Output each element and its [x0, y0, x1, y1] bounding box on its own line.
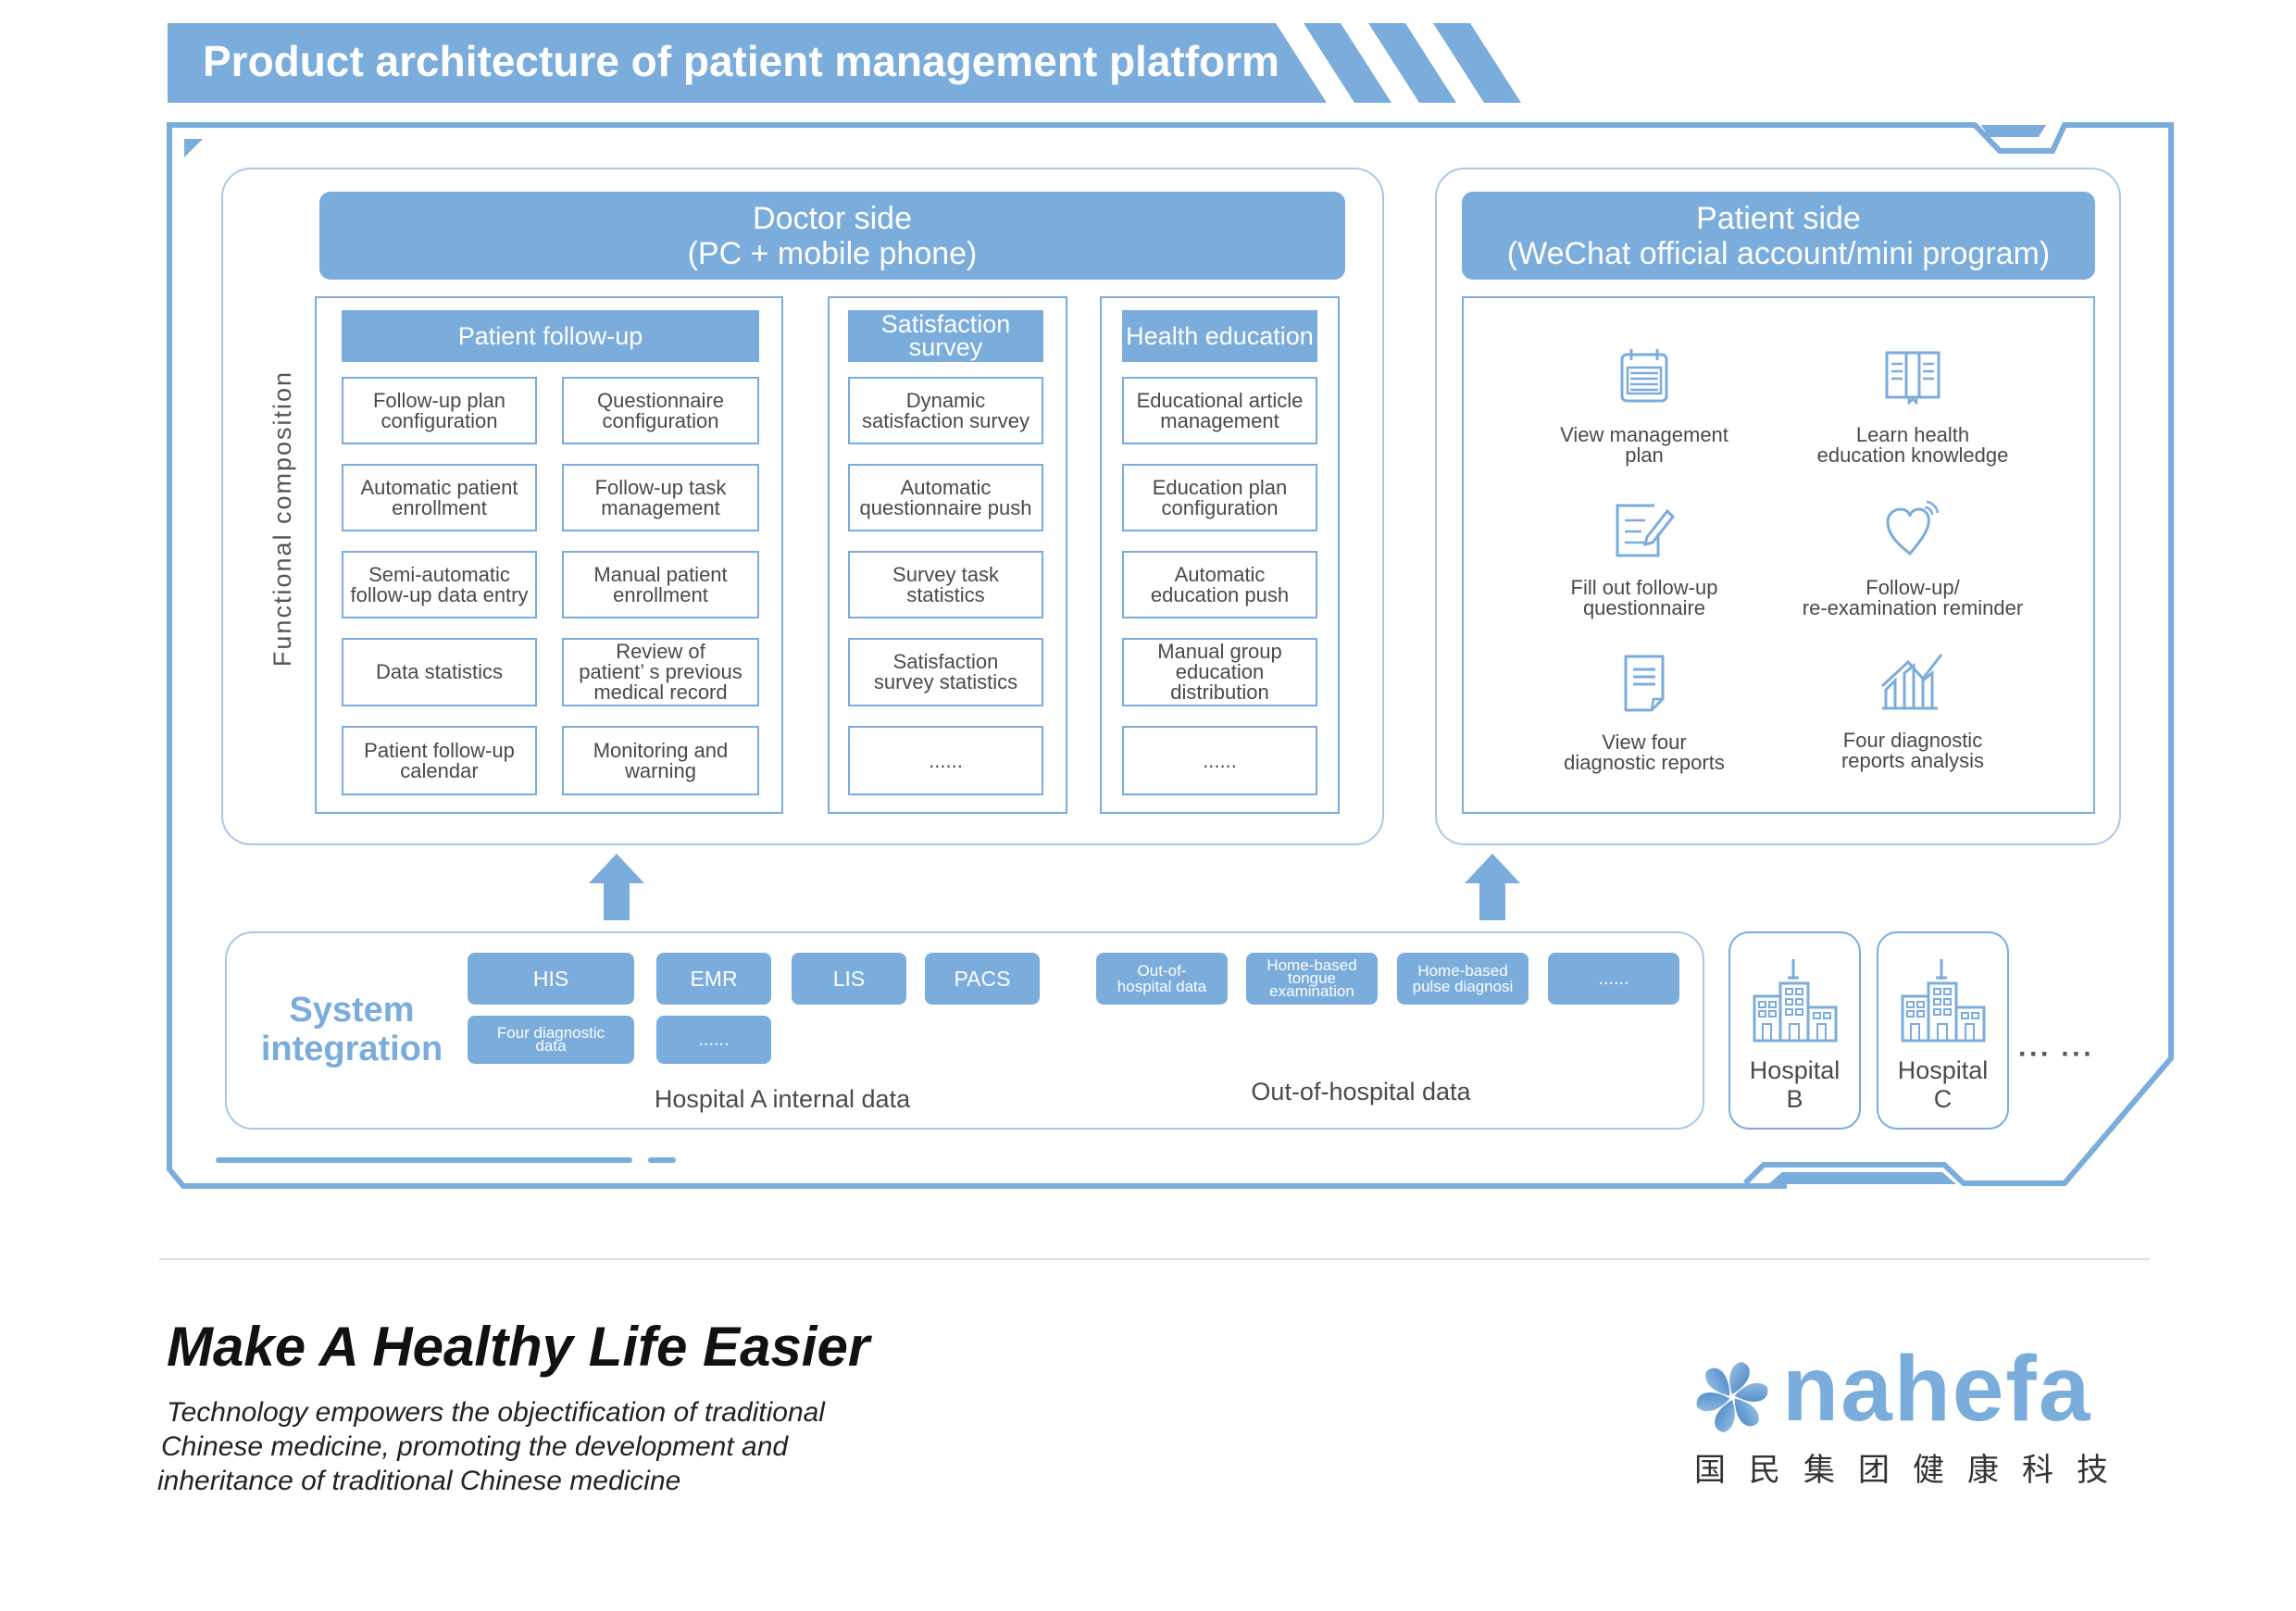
- hospital-building-icon: [1901, 959, 1985, 1043]
- frame-notch-top: [1981, 125, 2046, 137]
- doctor-side-title: Doctor side: [753, 200, 912, 236]
- data-source-chip[interactable]: PACS: [925, 953, 1040, 1005]
- hospital-c-card[interactable]: Hospital C: [1877, 931, 2009, 1130]
- chart-analysis-icon: [1880, 654, 1943, 710]
- feature-learn-health-education[interactable]: Learn health education knowledge: [1765, 347, 2061, 466]
- brand-pinwheel-icon: [1696, 1362, 1768, 1432]
- footer-description: Technology empowers the objectification …: [157, 1395, 825, 1498]
- feature-label: View four diagnostic reports: [1564, 731, 1725, 774]
- health-education-header: Health education: [1122, 310, 1317, 362]
- system-integration-title: System integration: [250, 991, 454, 1068]
- patient-follow-up-group: [315, 296, 783, 814]
- description-line: Chinese medicine, promoting the developm…: [161, 1431, 789, 1462]
- banner-stripe: [1304, 23, 1391, 103]
- feature-cell[interactable]: Automatic education push: [1122, 551, 1317, 618]
- patient-side-panel: [1435, 168, 2121, 845]
- title-banner-shape: [168, 23, 1521, 103]
- feature-follow-up-reminder[interactable]: Follow-up/ re-examination reminder: [1765, 500, 2061, 618]
- feature-cell[interactable]: Monitoring and warning: [562, 726, 759, 795]
- slogan: Make A Healthy Life Easier: [167, 1316, 870, 1378]
- brand-name: nahefa: [1782, 1337, 2092, 1441]
- data-source-chip[interactable]: Four diagnostic data: [468, 1016, 634, 1064]
- data-source-chip[interactable]: Out-of- hospital data: [1096, 953, 1228, 1005]
- feature-cell[interactable]: Automatic patient enrollment: [342, 464, 537, 531]
- feature-diagnostic-reports-analysis[interactable]: Four diagnostic reports analysis: [1765, 653, 2061, 771]
- data-source-chip-more[interactable]: ......: [1548, 953, 1679, 1005]
- banner-stripe: [1433, 23, 1521, 103]
- doctor-side-header: Doctor side (PC + mobile phone): [319, 192, 1345, 280]
- calendar-icon: [1620, 349, 1668, 403]
- doctor-side-subtitle: (PC + mobile phone): [687, 235, 978, 271]
- feature-cell[interactable]: Review of patient’ s previous medical re…: [562, 638, 759, 706]
- feature-label: Follow-up/ re-examination reminder: [1802, 576, 2024, 619]
- arrow-up-icon: [1465, 854, 1520, 920]
- patient-side-header: Patient side (WeChat official account/mi…: [1462, 192, 2095, 280]
- system-integration-panel: [225, 931, 1704, 1130]
- description-line: Technology empowers the objectification …: [167, 1397, 825, 1428]
- system-integration-line2: integration: [260, 1030, 443, 1068]
- data-source-chip-more[interactable]: ......: [656, 1016, 771, 1064]
- feature-view-management-plan[interactable]: View management plan: [1496, 347, 1792, 466]
- more-hospitals-ellipsis: ··· ···: [2018, 1039, 2095, 1069]
- data-source-chip[interactable]: LIS: [792, 953, 906, 1005]
- patient-follow-up-header: Patient follow-up: [342, 310, 759, 362]
- frame-notch-bottom: [1768, 1172, 1956, 1184]
- page-title: Product architecture of patient manageme…: [203, 37, 1279, 85]
- patient-side-title: Patient side: [1696, 200, 1861, 236]
- hospital-b-card[interactable]: Hospital B: [1728, 931, 1861, 1130]
- questionnaire-pen-icon: [1616, 504, 1676, 557]
- feature-cell[interactable]: Automatic questionnaire push: [848, 464, 1043, 531]
- feature-label: Four diagnostic reports analysis: [1841, 729, 1985, 772]
- feature-label: Learn health education knowledge: [1816, 423, 2009, 467]
- patient-features-group: [1462, 296, 2095, 814]
- feature-cell-more[interactable]: ......: [1122, 726, 1317, 795]
- banner-stripe: [1368, 23, 1456, 103]
- data-source-chip[interactable]: Home-based tongue examination: [1246, 953, 1378, 1005]
- feature-cell[interactable]: Semi-automatic follow-up data entry: [342, 551, 537, 618]
- outer-frame: [167, 122, 2174, 1189]
- out-of-hospital-label: Out-of-hospital data: [1251, 1078, 1471, 1105]
- feature-cell[interactable]: Manual group education distribution: [1122, 638, 1317, 706]
- feature-cell[interactable]: Patient follow-up calendar: [342, 726, 537, 795]
- feature-cell[interactable]: Follow-up task management: [562, 464, 759, 531]
- heart-reminder-icon: [1886, 500, 1940, 556]
- feature-cell[interactable]: Manual patient enrollment: [562, 551, 759, 618]
- satisfaction-survey-group: [828, 296, 1067, 814]
- hospital-label: Hospital B: [1749, 1056, 1841, 1113]
- feature-label: Fill out follow-up questionnaire: [1570, 576, 1718, 619]
- hospital-a-label: Hospital A internal data: [654, 1085, 911, 1113]
- patient-side-subtitle: (WeChat official account/mini program): [1506, 235, 2051, 271]
- arrow-up-icon: [589, 854, 644, 920]
- feature-fill-questionnaire[interactable]: Fill out follow-up questionnaire: [1496, 500, 1792, 618]
- feature-cell[interactable]: Data statistics: [342, 638, 537, 706]
- health-education-group: [1100, 296, 1340, 814]
- report-document-icon: [1624, 655, 1665, 712]
- satisfaction-survey-header: Satisfaction survey: [848, 310, 1043, 362]
- brand-chinese-name: 国民集团健康科技: [1694, 1453, 2131, 1488]
- system-integration-line1: System: [289, 991, 415, 1030]
- feature-cell[interactable]: Questionnaire configuration: [562, 377, 759, 444]
- feature-cell[interactable]: Educational article management: [1122, 377, 1317, 444]
- feature-cell[interactable]: Dynamic satisfaction survey: [848, 377, 1043, 444]
- feature-cell[interactable]: Survey task statistics: [848, 551, 1043, 618]
- hospital-label: Hospital C: [1897, 1056, 1989, 1113]
- book-icon: [1885, 351, 1940, 405]
- feature-cell-more[interactable]: ......: [848, 726, 1043, 795]
- description-line: inheritance of traditional Chinese medic…: [157, 1466, 681, 1496]
- data-source-chip[interactable]: EMR: [656, 953, 771, 1005]
- data-source-chip[interactable]: Home-based pulse diagnosi: [1397, 953, 1529, 1005]
- feature-cell[interactable]: Follow-up plan configuration: [342, 377, 537, 444]
- feature-label: View management plan: [1560, 423, 1728, 467]
- footer-divider: [159, 1258, 2150, 1260]
- frame-corner-mark: [184, 139, 203, 157]
- functional-composition-label: Functional composition: [268, 369, 296, 668]
- feature-cell[interactable]: Education plan configuration: [1122, 464, 1317, 531]
- hospital-building-icon: [1753, 959, 1837, 1043]
- doctor-side-panel: [221, 168, 1384, 845]
- data-source-chip[interactable]: HIS: [468, 953, 634, 1005]
- feature-cell[interactable]: Satisfaction survey statistics: [848, 638, 1043, 706]
- feature-view-diagnostic-reports[interactable]: View four diagnostic reports: [1496, 653, 1792, 773]
